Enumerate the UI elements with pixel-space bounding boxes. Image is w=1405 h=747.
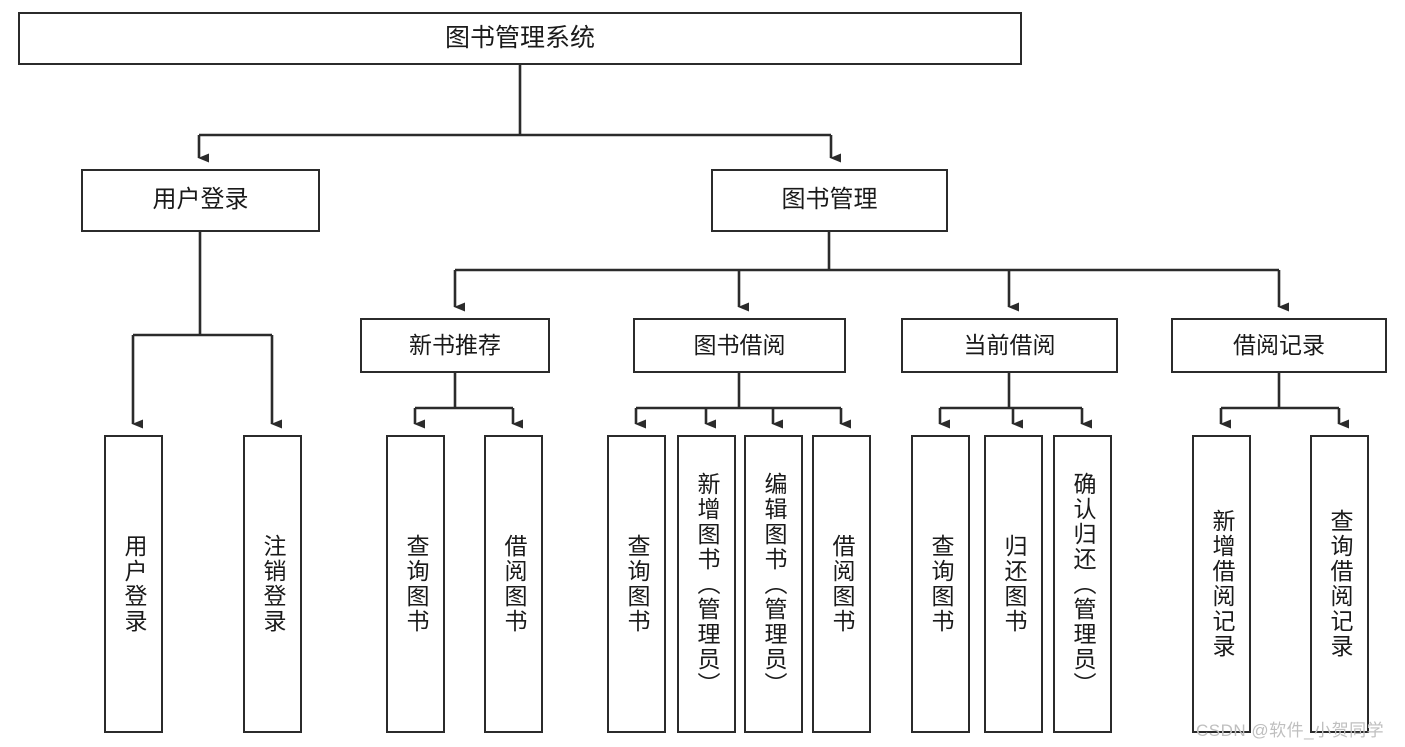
node-leaf-user-logout[interactable]: 注销登录	[243, 435, 302, 733]
node-leaf-cb-query-book[interactable]: 查询图书	[911, 435, 970, 733]
node-leaf-cb-confirm-return-label: 确认归还（管理员）	[1070, 471, 1096, 697]
node-leaf-br-query-record[interactable]: 查询借阅记录	[1310, 435, 1369, 733]
node-new-book-recommend-label: 新书推荐	[409, 331, 501, 358]
node-book-manage-label: 图书管理	[781, 186, 878, 214]
node-root-label: 图书管理系统	[444, 23, 595, 52]
node-leaf-bb-query-book-label: 查询图书	[624, 534, 650, 634]
node-current-borrow-label: 当前借阅	[963, 331, 1056, 358]
node-borrow-record-label: 借阅记录	[1233, 331, 1325, 358]
node-leaf-cb-return-book-label: 归还图书	[1001, 534, 1027, 634]
node-current-borrow[interactable]: 当前借阅	[901, 318, 1118, 373]
node-leaf-bb-add-book-label: 新增图书（管理员）	[694, 471, 720, 697]
node-book-manage[interactable]: 图书管理	[711, 169, 948, 232]
node-leaf-br-add-record-label: 新增借阅记录	[1209, 509, 1235, 659]
node-leaf-rec-borrow-book[interactable]: 借阅图书	[484, 435, 543, 733]
node-leaf-rec-query-book-label: 查询图书	[403, 534, 429, 634]
node-leaf-rec-query-book[interactable]: 查询图书	[386, 435, 445, 733]
node-leaf-bb-borrow-book[interactable]: 借阅图书	[812, 435, 871, 733]
node-user-login[interactable]: 用户登录	[81, 169, 320, 232]
node-book-borrow[interactable]: 图书借阅	[633, 318, 846, 373]
node-leaf-bb-borrow-book-label: 借阅图书	[829, 534, 855, 634]
node-book-borrow-label: 图书借阅	[693, 331, 786, 358]
node-leaf-rec-borrow-book-label: 借阅图书	[501, 534, 527, 634]
node-new-book-recommend[interactable]: 新书推荐	[360, 318, 550, 373]
node-leaf-cb-confirm-return[interactable]: 确认归还（管理员）	[1053, 435, 1112, 733]
node-leaf-cb-return-book[interactable]: 归还图书	[984, 435, 1043, 733]
csdn-watermark: CSDN @软件_小贺同学	[1196, 721, 1385, 740]
node-leaf-user-login[interactable]: 用户登录	[104, 435, 163, 733]
node-leaf-user-logout-label: 注销登录	[260, 534, 286, 634]
node-leaf-bb-edit-book-label: 编辑图书（管理员）	[761, 471, 787, 697]
node-borrow-record[interactable]: 借阅记录	[1171, 318, 1387, 373]
node-leaf-bb-query-book[interactable]: 查询图书	[607, 435, 666, 733]
node-leaf-cb-query-book-label: 查询图书	[928, 534, 954, 634]
node-leaf-bb-edit-book[interactable]: 编辑图书（管理员）	[744, 435, 803, 733]
node-leaf-bb-add-book[interactable]: 新增图书（管理员）	[677, 435, 736, 733]
node-leaf-br-query-record-label: 查询借阅记录	[1327, 509, 1353, 659]
node-leaf-user-login-label: 用户登录	[121, 534, 147, 634]
node-leaf-br-add-record[interactable]: 新增借阅记录	[1192, 435, 1251, 733]
node-root[interactable]: 图书管理系统	[18, 12, 1022, 65]
node-user-login-label: 用户登录	[152, 186, 249, 214]
